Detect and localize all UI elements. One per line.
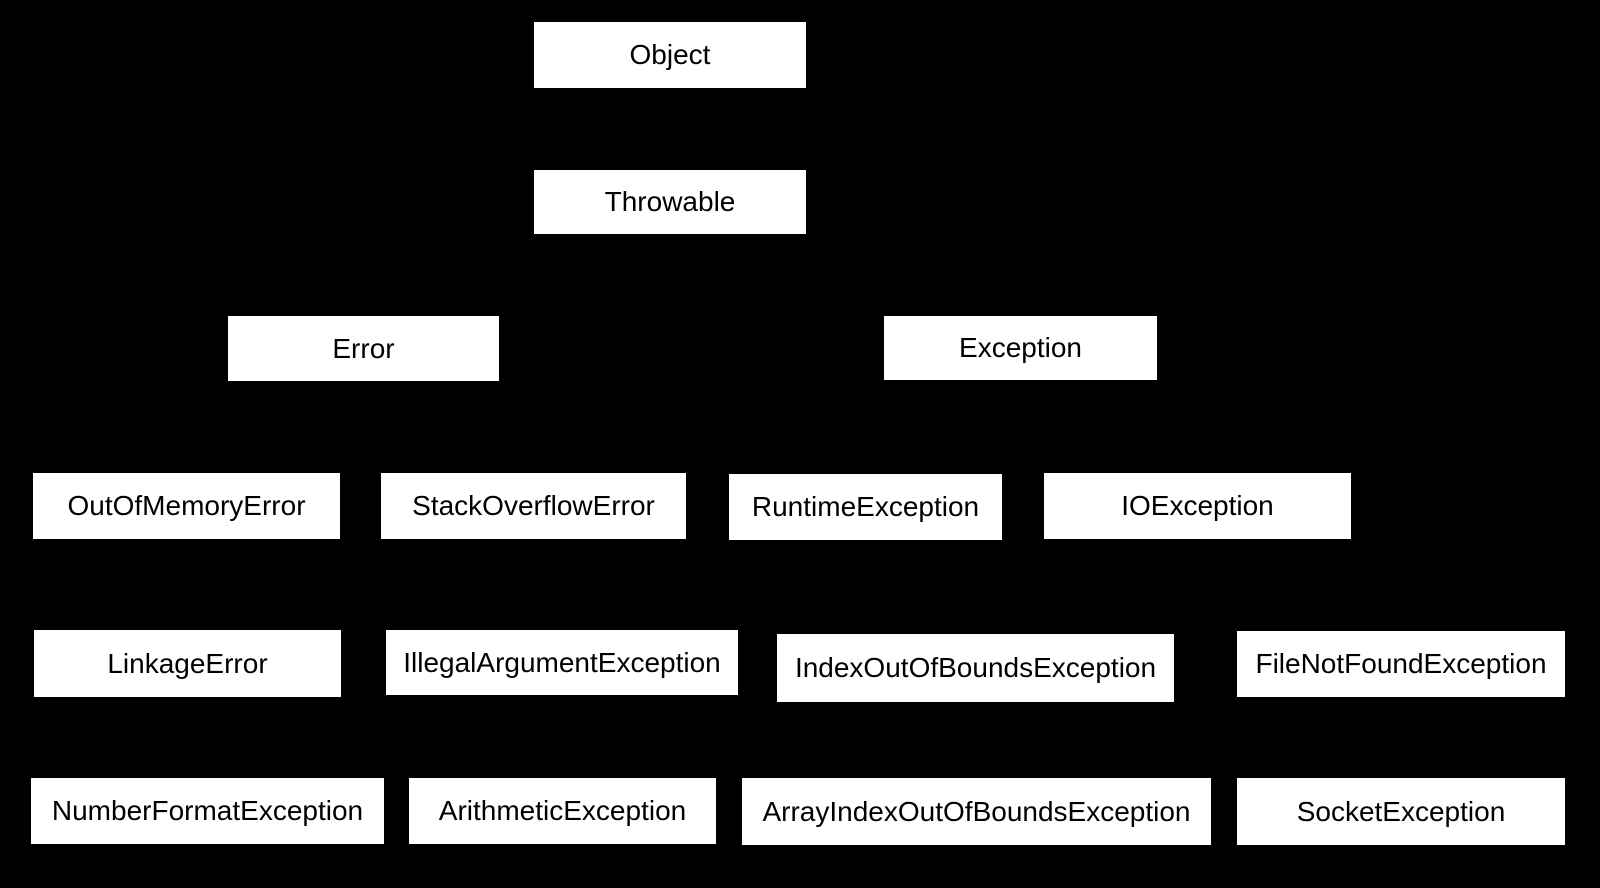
- node-stackoverflowerror: StackOverflowError: [380, 472, 687, 540]
- node-exception: Exception: [883, 315, 1158, 381]
- node-numberformatexception: NumberFormatException: [30, 777, 385, 845]
- node-illegalargumentexception: IllegalArgumentException: [385, 629, 739, 696]
- node-error: Error: [227, 315, 500, 382]
- node-ioexception: IOException: [1043, 472, 1352, 540]
- node-object: Object: [533, 21, 807, 89]
- node-arrayindexoutofboundsexception: ArrayIndexOutOfBoundsException: [741, 777, 1212, 846]
- node-arithmeticexception: ArithmeticException: [408, 777, 717, 845]
- node-throwable: Throwable: [533, 169, 807, 235]
- node-indexoutofboundsexception: IndexOutOfBoundsException: [776, 633, 1175, 703]
- node-linkageerror: LinkageError: [33, 629, 342, 698]
- node-filenotfoundexception: FileNotFoundException: [1236, 630, 1566, 698]
- node-outofmemoryerror: OutOfMemoryError: [32, 472, 341, 540]
- node-runtimeexception: RuntimeException: [728, 473, 1003, 541]
- node-socketexception: SocketException: [1236, 777, 1566, 846]
